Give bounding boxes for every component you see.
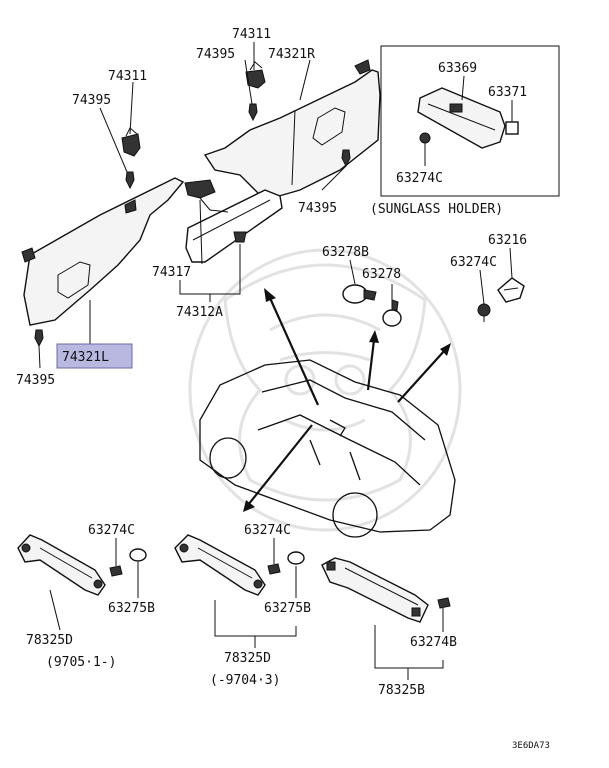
label-74395-right: 74395 (196, 47, 235, 62)
vehicle-outline-icon (199, 359, 456, 538)
label-78325B: 78325B (378, 683, 425, 698)
label-63274C-grip2: 63274C (244, 523, 291, 538)
lamp-63216[interactable] (497, 277, 525, 303)
label-63278: 63278 (362, 267, 401, 282)
rear-view-mirror[interactable] (184, 179, 283, 263)
label-74321L: 74321L (62, 350, 109, 365)
label-63275B-grip1: 63275B (108, 601, 155, 616)
sunglass-holder[interactable] (417, 87, 506, 149)
label-sunglass-holder: (SUNGLASS HOLDER) (370, 202, 503, 217)
label-74317: 74317 (152, 265, 191, 280)
clip-74311-left-icon (121, 127, 141, 157)
label-63371: 63371 (488, 85, 527, 100)
label-date-2: (-9704·3) (210, 673, 280, 688)
screw-63274C-sunglass-icon (419, 132, 431, 152)
screw-63274C-grip1-icon (109, 565, 123, 577)
label-78325D-2: 78325D (224, 651, 271, 666)
cap-63371-icon (505, 121, 519, 135)
clip-74311-right-icon (245, 61, 266, 89)
sun-visor-right[interactable] (203, 59, 381, 201)
label-74321R: 74321R (268, 47, 315, 62)
assist-grip-right[interactable] (321, 557, 429, 623)
label-74395-bottom: 74395 (16, 373, 55, 388)
screw-74395-mid-icon (341, 149, 351, 168)
assist-grip-middle[interactable] (174, 534, 266, 596)
screw-74395-right-icon (248, 103, 258, 122)
label-63369: 63369 (438, 61, 477, 76)
label-74395-left: 74395 (72, 93, 111, 108)
trim-63278B[interactable] (342, 284, 377, 304)
label-63274C-sunglass: 63274C (396, 171, 443, 186)
label-63216: 63216 (488, 233, 527, 248)
label-63274B: 63274B (410, 635, 457, 650)
sunglass-holder-box (380, 45, 560, 197)
highlight-74321L (56, 343, 133, 369)
assist-grip-left[interactable] (17, 534, 106, 596)
label-74312A: 74312A (176, 305, 223, 320)
label-63274C-grip1: 63274C (88, 523, 135, 538)
label-78325D-1: 78325D (26, 633, 73, 648)
cap-63275B-grip2-icon (287, 551, 305, 565)
label-63274C-lamp: 63274C (450, 255, 497, 270)
label-date-1: (9705·1-) (46, 655, 116, 670)
label-63278B: 63278B (322, 245, 369, 260)
watermark-emblem-icon (188, 248, 462, 532)
screw-74395-bottom-icon (34, 329, 44, 348)
label-74311-right: 74311 (232, 27, 271, 42)
label-74395-mid: 74395 (298, 201, 337, 216)
label-74311-left: 74311 (108, 69, 147, 84)
reference-code: 3E6DA73 (512, 741, 550, 751)
screw-74395-left-icon (125, 171, 135, 190)
screw-63274B-icon (437, 597, 451, 609)
cap-63278[interactable] (382, 299, 402, 327)
label-63275B-grip2: 63275B (264, 601, 311, 616)
leader-arrows (243, 288, 451, 512)
cap-63275B-grip1-icon (129, 548, 147, 562)
leader-lines (38, 42, 513, 680)
screw-63274C-grip2-icon (267, 563, 281, 575)
sun-visor-left[interactable] (21, 177, 185, 326)
screw-63274C-lamp-icon (477, 303, 491, 322)
